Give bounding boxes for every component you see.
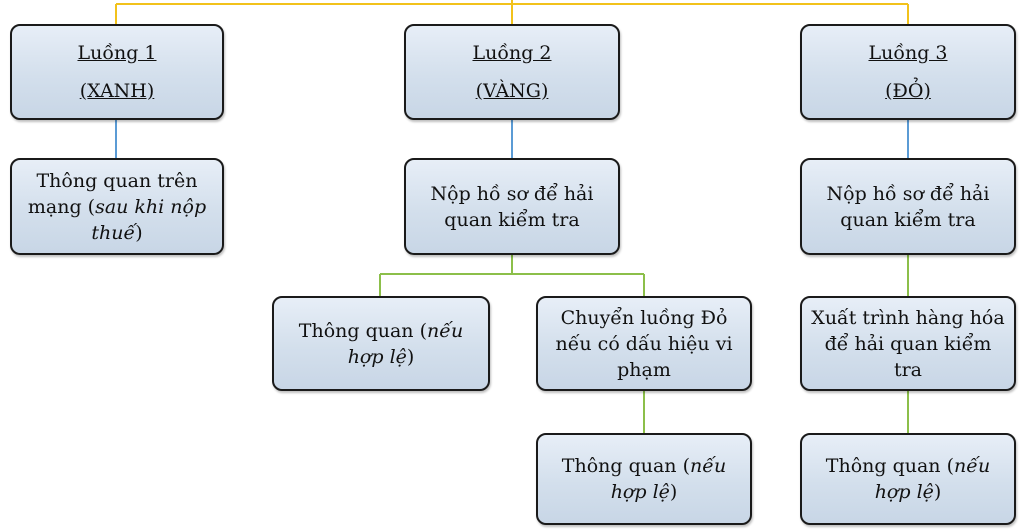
red-clear-text: Thông quan (nếu hợp lệ) [808, 453, 1008, 505]
green-clearance-box: Thông quan trên mạng (sau khi nộp thuế) [10, 158, 224, 255]
yellow-to-red-clear-box: Thông quan (nếu hợp lệ) [536, 433, 752, 525]
red-clear-close: ) [933, 481, 942, 503]
red-inspect-text: Xuất trình hàng hóa để hải quan kiểm tra [811, 306, 1005, 381]
red-clear-box: Thông quan (nếu hợp lệ) [800, 433, 1016, 525]
yellow-to-red-box: Chuyển luồng Đỏ nếu có dấu hiệu vi phạm [536, 296, 752, 391]
red-clear-condition: nếu hợp lệ [874, 455, 991, 503]
flow1-box: Luồng 1 (XANH) [10, 24, 224, 120]
red-inspect-box: Xuất trình hàng hóa để hải quan kiểm tra [800, 296, 1016, 391]
red-submit-text: Nộp hồ sơ để hải quan kiểm tra [826, 182, 990, 231]
yellow-to-red-clear-main: Thông quan ( [561, 455, 691, 477]
yellow-clear-text: Thông quan (nếu hợp lệ) [280, 318, 482, 370]
yellow-clear-condition: nếu hợp lệ [347, 319, 464, 368]
green-clearance-text: Thông quan trên mạng (sau khi nộp thuế) [18, 168, 216, 246]
flow2-box: Luồng 2 (VÀNG) [404, 24, 620, 120]
flow1-title: Luồng 1 [77, 42, 157, 64]
yellow-to-red-clear-close: ) [669, 481, 678, 503]
yellow-to-red-clear-text: Thông quan (nếu hợp lệ) [544, 453, 744, 505]
green-clearance-close: ) [135, 221, 143, 244]
yellow-submit-text: Nộp hồ sơ để hải quan kiểm tra [430, 182, 594, 231]
flow3-color: (ĐỎ) [885, 80, 931, 102]
yellow-clear-main: Thông quan ( [298, 319, 428, 342]
yellow-to-red-clear-condition: nếu hợp lệ [610, 455, 727, 503]
flow3-title: Luồng 3 [868, 42, 948, 64]
red-submit-box: Nộp hồ sơ để hải quan kiểm tra [800, 158, 1016, 255]
yellow-clear-box: Thông quan (nếu hợp lệ) [272, 296, 490, 391]
red-clear-main: Thông quan ( [825, 455, 955, 477]
yellow-clear-close: ) [406, 345, 415, 368]
green-clearance-condition: sau khi nộp thuế [91, 195, 207, 244]
flow2-title: Luồng 2 [472, 42, 552, 64]
flow2-color: (VÀNG) [475, 80, 549, 102]
green-clearance-main: Thông quan trên mạng ( [27, 169, 198, 218]
yellow-to-red-text: Chuyển luồng Đỏ nếu có dấu hiệu vi phạm [555, 306, 733, 381]
flow1-color: (XANH) [79, 80, 155, 102]
yellow-submit-box: Nộp hồ sơ để hải quan kiểm tra [404, 158, 620, 255]
flow3-box: Luồng 3 (ĐỎ) [800, 24, 1016, 120]
